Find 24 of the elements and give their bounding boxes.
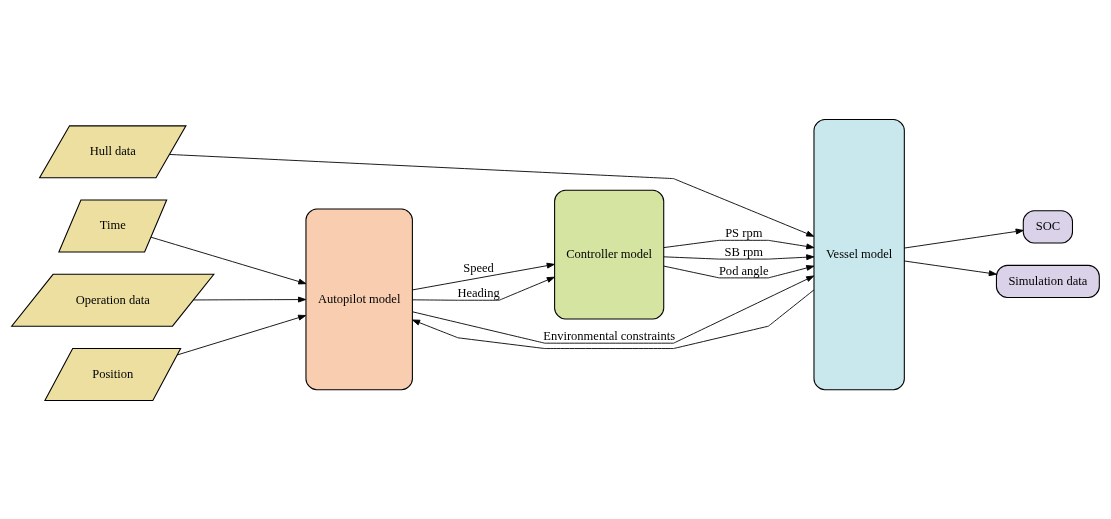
- edge-label: SB rpm: [724, 244, 764, 259]
- edge-label: Pod angle: [718, 262, 769, 277]
- arrow: [412, 276, 555, 301]
- arrow: [412, 289, 815, 349]
- arrow: [663, 253, 815, 260]
- arrow: [663, 239, 815, 249]
- arrow: [903, 260, 997, 276]
- edge-label: Environmental constraints: [543, 328, 676, 343]
- arrow: [663, 264, 815, 278]
- arrow: [169, 153, 815, 237]
- node-box: Vessel model: [813, 118, 905, 390]
- edge-label: PS rpm: [725, 225, 763, 240]
- node-box: Autopilot model: [305, 208, 413, 390]
- node-box: Controller model: [554, 189, 665, 320]
- arrow: [150, 236, 307, 284]
- edge-label: Heading: [457, 285, 500, 300]
- arrow: [903, 228, 1024, 248]
- arrow: [176, 314, 307, 355]
- edge-label: Speed: [463, 260, 494, 275]
- arrow: [412, 275, 815, 344]
- arrow: [411, 262, 555, 290]
- node-box: SOC: [1022, 209, 1073, 244]
- arrow: [192, 296, 307, 302]
- node-box: Simulation data: [995, 264, 1100, 298]
